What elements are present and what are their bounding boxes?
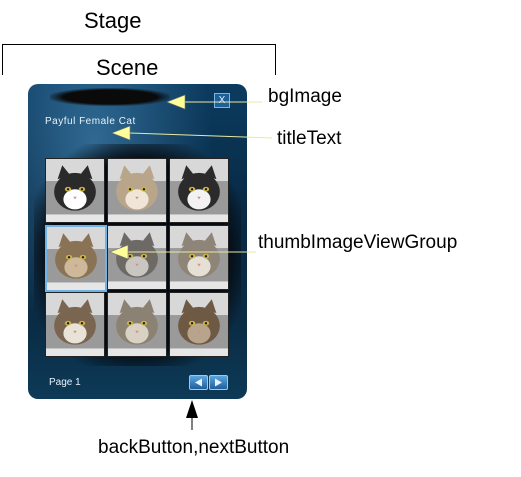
cat-photo-icon [46, 293, 104, 356]
cat-photo-icon [108, 293, 166, 356]
annotation-thumb-group: thumbImageViewGroup [258, 232, 458, 253]
thumbnail-image[interactable] [45, 158, 105, 223]
next-button[interactable] [209, 375, 228, 390]
thumbgroup-arrow [109, 244, 256, 260]
cat-photo-icon [170, 226, 228, 289]
thumb-image-view-group [45, 158, 229, 357]
scene-panel: X Payful Female Cat Page 1 [28, 84, 247, 399]
cat-photo-icon [170, 159, 228, 222]
triangle-right-icon [215, 378, 222, 387]
thumbnail-image[interactable] [169, 292, 229, 357]
thumbnail-image[interactable] [45, 292, 105, 357]
stage-label: Stage [84, 8, 142, 33]
annotation-bgimage: bgImage [268, 86, 342, 107]
stage-bracket [2, 44, 276, 75]
cat-photo-icon [46, 159, 104, 222]
cat-photo-icon [47, 227, 105, 290]
close-button[interactable]: X [214, 93, 230, 108]
thumbnail-image[interactable] [107, 158, 167, 223]
thumbnail-image[interactable] [169, 158, 229, 223]
title-text: Payful Female Cat [45, 116, 136, 127]
thumbnail-image[interactable] [169, 225, 229, 290]
scene-label: Scene [96, 55, 159, 80]
page-label: Page 1 [49, 377, 81, 388]
triangle-left-icon [195, 378, 202, 387]
buttons-arrow [186, 400, 198, 430]
back-button[interactable] [189, 375, 208, 390]
annotation-buttons: backButton,nextButton [98, 437, 290, 458]
cat-photo-icon [108, 159, 166, 222]
bg-image-band [50, 88, 170, 106]
thumbnail-image[interactable] [45, 225, 107, 292]
titletext-arrow [111, 125, 273, 141]
thumbnail-image[interactable] [107, 292, 167, 357]
cat-photo-icon [170, 293, 228, 356]
bgimage-arrow [166, 94, 262, 110]
annotation-titletext: titleText [277, 128, 342, 149]
